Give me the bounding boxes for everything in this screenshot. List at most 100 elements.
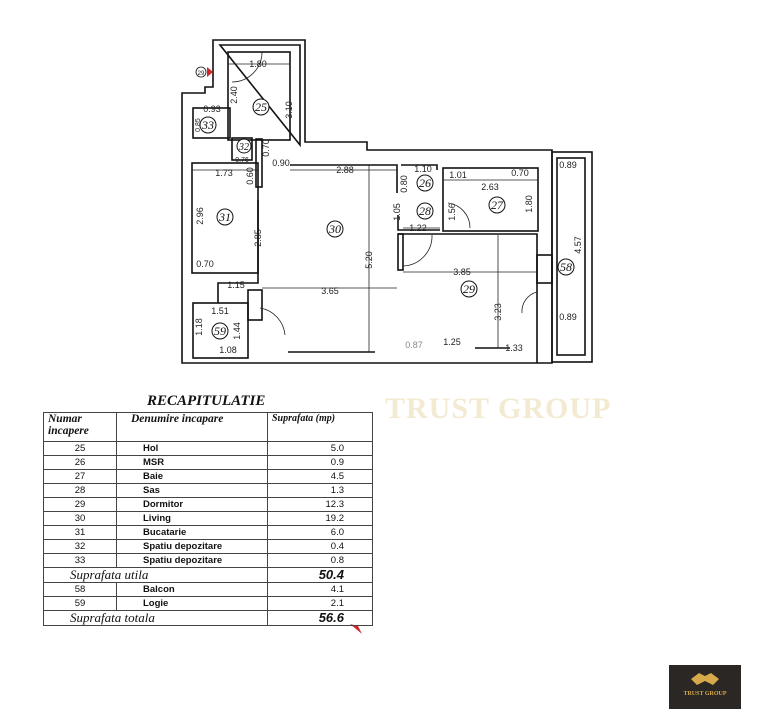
dim-label: 1.44 [232, 322, 242, 340]
table-cell: 30 [43, 511, 117, 526]
table-title: RECAPITULATIE [147, 393, 266, 409]
room-labels: 25 33 32 31 30 26 28 27 29 58 59 [199, 98, 575, 340]
area-summary-table: Numar incapere Denumire incapare Suprafa… [43, 412, 373, 626]
walls [181, 39, 593, 364]
table-cell: Hol [116, 441, 268, 456]
dim-label: 1.33 [505, 343, 523, 353]
dim-label: 0.87 [405, 340, 423, 350]
dim-label: 0.85 [195, 118, 202, 132]
room-58: 58 [557, 258, 575, 276]
svg-text:28: 28 [419, 204, 431, 218]
corner-marker-icon [350, 624, 362, 634]
dim-label: 2.96 [195, 207, 205, 225]
dim-label: 0.80 [399, 175, 409, 193]
dim-label: 0.70 [261, 139, 271, 157]
dim-label: 1.18 [194, 318, 204, 336]
dim-label: 2.88 [336, 165, 354, 175]
entrance-arrow-icon [207, 67, 213, 77]
table-cell: 19.2 [267, 511, 373, 526]
room-29: 29 [460, 280, 478, 298]
dim-label: 1.15 [227, 280, 245, 290]
table-cell: 56.6 [267, 610, 373, 626]
dim-label: 1.01 [449, 170, 467, 180]
room-59: 59 [211, 322, 229, 340]
table-cell: 59 [43, 596, 117, 611]
table-cell: 5.0 [267, 441, 373, 456]
table-cell: 31 [43, 525, 117, 540]
table-cell: Bucatarie [116, 525, 268, 540]
header-number: Numar incapere [43, 412, 117, 442]
table-cell: 58 [43, 582, 117, 597]
room-33: 33 [199, 116, 217, 134]
dim-label: 1.22 [409, 223, 427, 233]
dim-label: 0.76 [235, 157, 249, 164]
room-30: 30 [326, 220, 344, 238]
svg-text:30: 30 [328, 222, 341, 236]
header-area: Suprafata (mp) [267, 412, 373, 442]
svg-text:58: 58 [560, 260, 572, 274]
entrance-marker: 29 [195, 66, 213, 78]
table-cell: 32 [43, 539, 117, 554]
room-31: 31 [216, 208, 234, 226]
svg-text:32: 32 [238, 142, 249, 153]
table-cell: 4.5 [267, 469, 373, 484]
dim-label: 1.80 [249, 59, 267, 69]
svg-text:31: 31 [218, 210, 231, 224]
dimension-labels: 1.80 2.40 3.10 0.93 0.85 0.70 0.76 0.90 … [194, 59, 583, 355]
table-cell: Logie [116, 596, 268, 611]
table-cell: 25 [43, 441, 117, 456]
dim-label: 1.56 [447, 203, 457, 221]
dim-label: 3.65 [321, 286, 339, 296]
svg-text:25: 25 [255, 100, 267, 114]
table-cell: 0.4 [267, 539, 373, 554]
table-cell: 33 [43, 553, 117, 568]
logo-text: TRUST GROUP [683, 691, 727, 697]
table-cell: 50.4 [267, 567, 373, 583]
dim-label: 1.51 [211, 306, 229, 316]
table-cell: Suprafata totala [43, 610, 268, 626]
table-cell: 6.0 [267, 525, 373, 540]
table-cell: Dormitor [116, 497, 268, 512]
table-cell: MSR [116, 455, 268, 470]
dim-label: 0.60 [245, 167, 255, 185]
svg-text:26: 26 [419, 176, 431, 190]
table-cell: 28 [43, 483, 117, 498]
svg-text:59: 59 [214, 324, 226, 338]
watermark: TRUST GROUP [385, 392, 612, 425]
room-26: 26 [416, 174, 434, 192]
table-cell: 0.9 [267, 455, 373, 470]
svg-text:29: 29 [463, 282, 475, 296]
dim-label: 1.25 [443, 337, 461, 347]
room-28: 28 [416, 202, 434, 220]
dim-label: 0.89 [559, 160, 577, 170]
dim-label: 1.73 [215, 168, 233, 178]
doors [231, 51, 538, 336]
dimension-lines [192, 63, 538, 352]
table-header: Numar incapere Denumire incapare Suprafa… [43, 412, 373, 442]
dim-label: 1.05 [392, 203, 402, 221]
table-cell: Spatiu depozitare [116, 553, 268, 568]
dim-label: 4.57 [573, 236, 583, 254]
dim-label: 0.90 [272, 158, 290, 168]
table-cell: 12.3 [267, 497, 373, 512]
dim-label: 0.70 [511, 168, 529, 178]
dim-label: 2.85 [253, 229, 263, 247]
table-cell: Balcon [116, 582, 268, 597]
table-cell: 2.1 [267, 596, 373, 611]
table-cell: Spatiu depozitare [116, 539, 268, 554]
trust-group-logo: TRUST GROUP [669, 665, 741, 709]
dim-label: 1.10 [414, 164, 432, 174]
dim-label: 0.89 [559, 312, 577, 322]
table-cell: 0.8 [267, 553, 373, 568]
table-cell: Baie [116, 469, 268, 484]
dim-label: 0.70 [196, 259, 214, 269]
